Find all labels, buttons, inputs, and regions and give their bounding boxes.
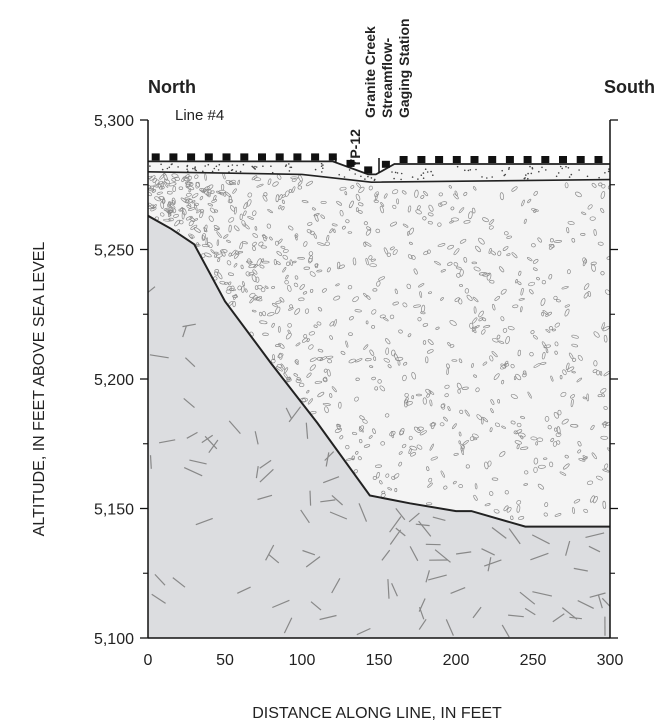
surface-square: [470, 156, 479, 163]
surface-square: [187, 153, 196, 161]
surface-square: [505, 156, 514, 163]
north-label: North: [148, 77, 196, 97]
svg-text:ALTITUDE, IN FEET ABOVE SEA LE: ALTITUDE, IN FEET ABOVE SEA LEVEL: [31, 242, 48, 537]
surface-square: [151, 153, 160, 161]
surface-square: [399, 156, 408, 163]
svg-text:YP-12: YP-12: [347, 129, 363, 168]
surface-square: [381, 160, 390, 168]
surface-square: [258, 153, 266, 161]
surface-square: [452, 156, 461, 163]
surface-square: [576, 156, 585, 163]
x-tick-label: 0: [144, 652, 153, 669]
surface-square: [311, 153, 320, 161]
surface-square: [594, 156, 603, 163]
gaging-station-label: Granite Creek Streamflow- Gaging Station: [362, 18, 412, 118]
surface-square: [523, 156, 532, 163]
surface-square: [346, 159, 355, 167]
y-tick-label: 5,250: [94, 243, 134, 260]
x-tick-label: 150: [366, 652, 393, 669]
station-label-line3: Gaging Station: [396, 18, 412, 118]
surface-square: [364, 166, 373, 174]
surface-square: [222, 153, 231, 161]
svg-text:Granite Creek Streamflow: Granite Creek Streamflow- Gaging Station: [362, 18, 412, 118]
surface-square: [435, 156, 444, 163]
surface-square: [293, 153, 302, 161]
surface-square: [169, 153, 178, 161]
ground-surface-line: [148, 160, 610, 176]
station-label-line1: Granite Creek: [362, 26, 378, 118]
surface-square: [204, 153, 213, 161]
bedrock-unit: [148, 215, 610, 638]
line-label: Line #4: [175, 107, 224, 124]
surface-square: [541, 156, 550, 163]
surface-markers: [151, 153, 603, 174]
x-tick-label: 250: [520, 652, 547, 669]
well-yp12-label: YP-12: [347, 129, 363, 168]
y-tick-label: 5,150: [94, 502, 134, 519]
surface-square: [559, 156, 567, 163]
y-axis-title: ALTITUDE, IN FEET ABOVE SEA LEVEL: [31, 242, 48, 537]
x-tick-label: 50: [216, 652, 234, 669]
y-tick-label: 5,100: [94, 631, 134, 648]
south-label: South: [604, 77, 655, 97]
surface-square: [417, 156, 426, 163]
surface-square: [488, 156, 497, 163]
surface-square: [328, 153, 337, 161]
y-tick-label: 5,200: [94, 372, 134, 389]
x-tick-label: 100: [289, 652, 316, 669]
surface-square: [275, 153, 284, 161]
y-tick-label: 5,300: [94, 113, 134, 130]
x-axis-title: DISTANCE ALONG LINE, IN FEET: [252, 705, 502, 722]
station-label-line2: Streamflow-: [379, 38, 395, 118]
soil-base-line: [148, 171, 610, 184]
bedrock-contact-line: [148, 214, 610, 528]
soil-texture: [149, 162, 610, 181]
bedrock-texture: [148, 286, 610, 638]
x-tick-label: 200: [443, 652, 470, 669]
x-tick-label: 300: [597, 652, 624, 669]
surface-square: [240, 153, 249, 161]
boulder-texture: [148, 172, 610, 521]
